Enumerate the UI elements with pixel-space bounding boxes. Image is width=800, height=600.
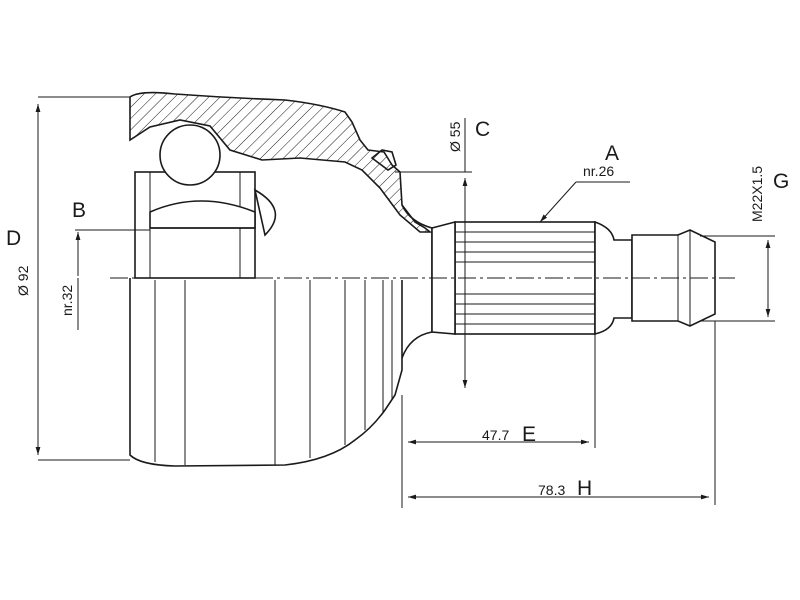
- label-D: D: [6, 227, 21, 250]
- label-dim-E-value: 47.7: [482, 427, 509, 443]
- dimension-d: [35, 96, 130, 461]
- label-E: E: [522, 423, 536, 446]
- label-diameter-92: Ø 92: [15, 265, 31, 296]
- label-C: C: [475, 118, 490, 141]
- label-dim-H-value: 78.3: [538, 482, 565, 498]
- hub-dome: [253, 188, 277, 237]
- stub-shaft: [401, 204, 716, 359]
- label-nr26: nr.26: [583, 163, 614, 179]
- dimension-g: [700, 235, 775, 322]
- housing-outline-lower: [129, 278, 403, 467]
- circlip: [370, 149, 397, 171]
- label-nr32: nr.32: [59, 285, 75, 316]
- label-diameter-55: Ø 55: [447, 121, 463, 152]
- inner-cage: [134, 171, 256, 279]
- label-B: B: [72, 199, 86, 222]
- dimension-h: [408, 321, 716, 505]
- housing-bands: [154, 280, 393, 465]
- label-A: A: [605, 142, 619, 165]
- dimension-e: [401, 334, 596, 508]
- dimension-b: [75, 229, 150, 330]
- outer-housing: [129, 91, 433, 467]
- label-G: G: [773, 170, 789, 193]
- callout-a: [539, 181, 630, 223]
- spline-teeth: [455, 231, 595, 325]
- label-H: H: [577, 477, 592, 500]
- label-M22: M22X1.5: [749, 166, 765, 222]
- dimension-c: [395, 118, 472, 388]
- housing-section-hatched: [129, 91, 433, 233]
- ball: [159, 124, 221, 186]
